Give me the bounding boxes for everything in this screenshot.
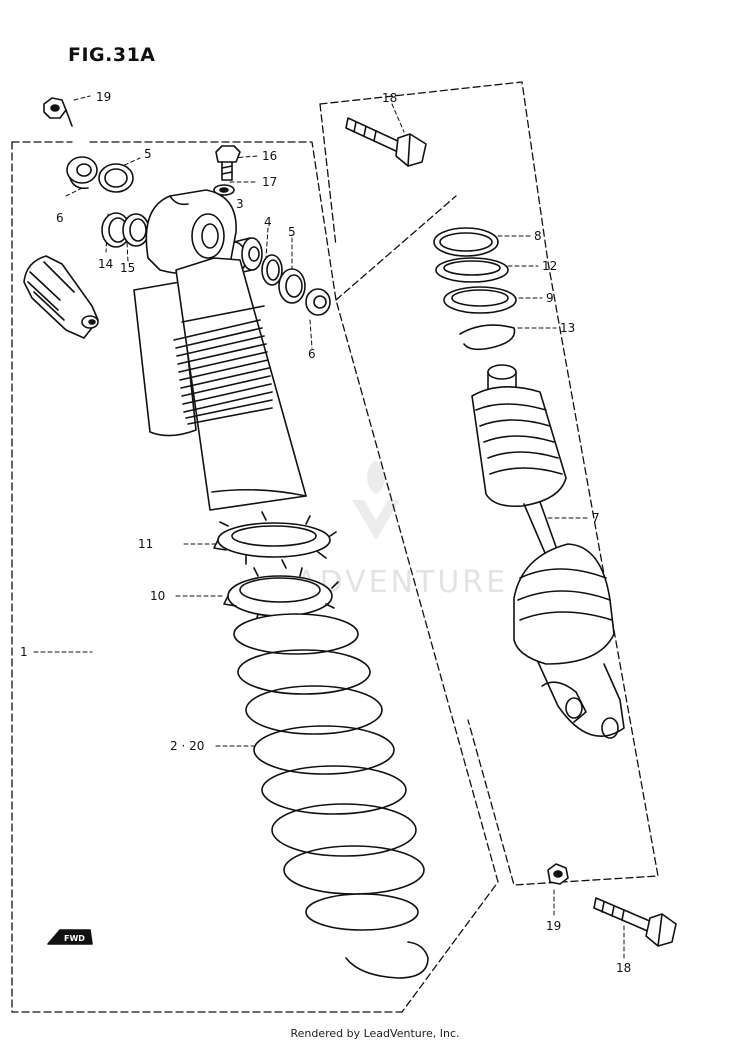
callout-6-left: 6 xyxy=(56,211,64,225)
fwd-label: FWD xyxy=(64,934,85,943)
callout-2-20: 2 · 20 xyxy=(170,739,204,753)
callout-16: 16 xyxy=(262,149,277,163)
callout-14: 14 xyxy=(98,257,113,271)
callout-6-right: 6 xyxy=(308,347,316,361)
collar-6-left-icon xyxy=(66,156,98,190)
washer-17-icon xyxy=(213,184,235,196)
group-boundary-strut xyxy=(319,81,659,886)
callout-4: 4 xyxy=(264,215,272,229)
washer-5-left-icon xyxy=(98,163,134,193)
reservoir-cap-icon xyxy=(23,255,99,339)
footer-credit: Rendered by LeadVenture, Inc. xyxy=(290,1027,460,1040)
damper-rod-7-icon xyxy=(471,364,625,739)
coil-spring-icon xyxy=(233,613,429,979)
callout-18-bottom: 18 xyxy=(616,961,631,975)
callout-8: 8 xyxy=(534,229,542,243)
spring-seat-8-icon xyxy=(433,227,499,257)
callout-labels: 19 5 16 17 6 3 4 5 14 15 6 18 8 12 9 13 … xyxy=(20,90,631,975)
retainer-12-icon xyxy=(435,257,509,283)
figure-title: FIG.31A xyxy=(68,44,156,66)
stopper-9-icon xyxy=(443,286,517,314)
callout-9: 9 xyxy=(546,291,554,305)
threaded-sleeve xyxy=(173,319,273,425)
callout-11: 11 xyxy=(138,537,153,551)
bolt-18-top-icon xyxy=(345,117,427,167)
callout-10: 10 xyxy=(150,589,165,603)
callout-3: 3 xyxy=(236,197,244,211)
watermark: ADVENTURE xyxy=(296,461,505,600)
callout-5-right: 5 xyxy=(288,225,296,239)
fwd-arrow-icon: FWD xyxy=(47,929,93,945)
bolt-18-bottom-icon xyxy=(593,897,677,947)
callout-12: 12 xyxy=(542,259,557,273)
clip-13-icon xyxy=(459,324,516,351)
bolt-16-icon xyxy=(215,145,241,181)
seal-4-icon xyxy=(261,254,283,286)
group-boundary-main xyxy=(11,141,499,1013)
callout-13: 13 xyxy=(560,321,575,335)
callout-18-top: 18 xyxy=(382,91,397,105)
callout-19-top: 19 xyxy=(96,90,111,104)
shock-body-icon xyxy=(133,189,307,511)
watermark-logo-icon xyxy=(352,461,400,540)
callout-1: 1 xyxy=(20,645,28,659)
callout-7: 7 xyxy=(592,511,600,525)
collar-6-right-icon xyxy=(305,288,331,316)
callout-19-bottom: 19 xyxy=(546,919,561,933)
seal-15-icon xyxy=(122,213,150,247)
washer-5-right-icon xyxy=(278,268,306,304)
lock-ring-11-icon xyxy=(213,511,337,569)
callout-15: 15 xyxy=(120,261,135,275)
callout-5-left: 5 xyxy=(144,147,152,161)
nut-19-bottom-icon xyxy=(547,863,569,885)
nut-19-icon xyxy=(43,97,73,127)
callout-17: 17 xyxy=(262,175,277,189)
